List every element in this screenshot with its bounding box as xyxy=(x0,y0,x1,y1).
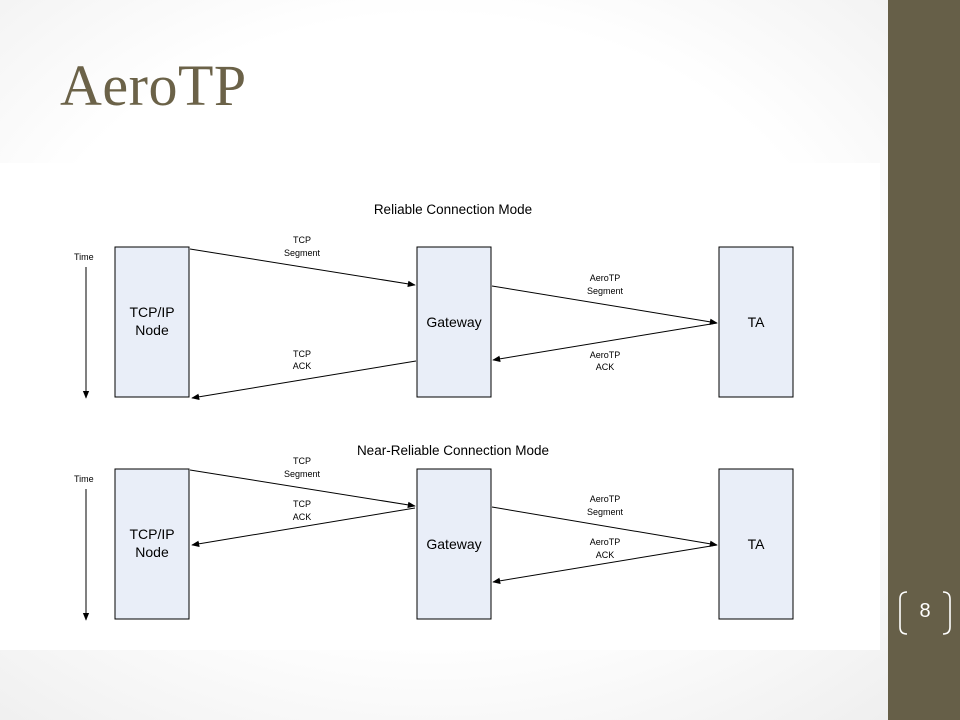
tcp-segment-label-line2: Segment xyxy=(284,248,321,258)
tcp-ack-label-line2: ACK xyxy=(293,512,312,522)
aerotp-segment-label-line2: Segment xyxy=(587,507,624,517)
ta-box xyxy=(718,468,794,620)
aerotp-ack-arrow xyxy=(492,544,718,584)
connection-mode-diagram: Reliable Connection Mode Time TCP/IP Nod… xyxy=(74,202,794,621)
aerotp-segment-label-line2: Segment xyxy=(587,286,624,296)
diagram-panel: Reliable Connection Mode Time TCP/IP Nod… xyxy=(0,163,880,650)
reliable-mode-section: Reliable Connection Mode Time TCP/IP Nod… xyxy=(74,202,794,400)
tcp-ack-arrow xyxy=(191,360,417,400)
gateway-box xyxy=(416,246,492,398)
tcpip-node-box xyxy=(114,246,190,398)
tcpip-node-label-line2: Node xyxy=(135,322,169,338)
tcp-segment-label-line2: Segment xyxy=(284,469,321,479)
aerotp-ack-label-line2: ACK xyxy=(596,362,615,372)
tcpip-node-label-line2: Node xyxy=(135,544,169,560)
aerotp-segment-label-line1: AeroTP xyxy=(590,494,621,504)
time-label: Time xyxy=(74,474,94,484)
gateway-label: Gateway xyxy=(426,536,481,552)
page-number: 8 xyxy=(919,600,931,622)
aerotp-segment-arrow xyxy=(491,285,718,325)
aerotp-segment-label-line1: AeroTP xyxy=(590,273,621,283)
slide-title: AeroTP xyxy=(60,53,247,118)
tcp-ack-arrow xyxy=(191,507,416,547)
tcp-ack-label-line1: TCP xyxy=(293,349,311,359)
ta-label: TA xyxy=(748,314,766,330)
aerotp-ack-label-line1: AeroTP xyxy=(590,537,621,547)
tcp-ack-label-line1: TCP xyxy=(293,499,311,509)
reliable-mode-title: Reliable Connection Mode xyxy=(374,202,532,217)
aerotp-ack-label-line2: ACK xyxy=(596,550,615,560)
tcp-segment-label-line1: TCP xyxy=(293,235,311,245)
gateway-label: Gateway xyxy=(426,314,481,330)
ta-box xyxy=(718,246,794,398)
gateway-box xyxy=(416,468,492,620)
page-number-bracket xyxy=(899,591,951,635)
tcpip-node-label-line1: TCP/IP xyxy=(129,526,174,542)
aerotp-ack-arrow xyxy=(492,322,718,362)
aerotp-ack-label-line1: AeroTP xyxy=(590,350,621,360)
aerotp-segment-arrow xyxy=(491,506,718,547)
tcpip-node-box xyxy=(114,468,190,620)
tcp-segment-arrow xyxy=(189,248,416,288)
tcpip-node-label-line1: TCP/IP xyxy=(129,304,174,320)
tcp-segment-arrow xyxy=(189,469,416,509)
tcp-ack-label-line2: ACK xyxy=(293,361,312,371)
time-label: Time xyxy=(74,252,94,262)
ta-label: TA xyxy=(748,536,766,552)
near-reliable-mode-section: Near-Reliable Connection Mode Time TCP/I… xyxy=(74,443,794,621)
tcp-segment-label-line1: TCP xyxy=(293,456,311,466)
near-reliable-mode-title: Near-Reliable Connection Mode xyxy=(357,443,549,458)
